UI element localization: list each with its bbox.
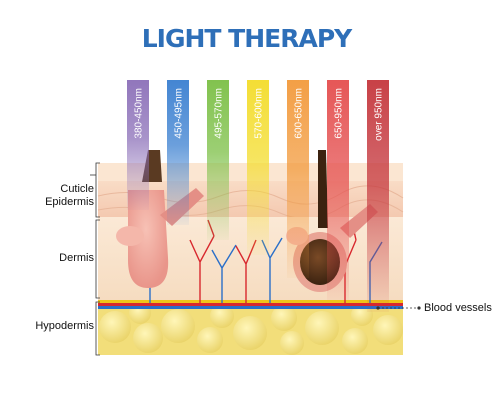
wavelength-band-label: 600-650nm — [294, 88, 305, 139]
wavelength-band-label: 650-950nm — [334, 88, 345, 139]
wavelength-band-label: 570-600nm — [254, 88, 265, 139]
hypodermis-label: Hypodermis — [35, 320, 94, 332]
blood-vessels-pointer — [376, 306, 421, 310]
wavelength-band-bar — [247, 80, 269, 255]
wavelength-band-label: 495-570nm — [214, 88, 225, 139]
epidermis-label: Epidermis — [45, 196, 94, 208]
wavelength-band-label: 450-495nm — [174, 88, 185, 139]
wavelength-band-5: 600-650nm — [287, 80, 309, 278]
wavelength-band-bar — [367, 80, 389, 312]
wavelength-band-bar — [287, 80, 309, 278]
fat-cells — [99, 302, 403, 355]
blood-vessels-label: Blood vessels — [424, 302, 492, 314]
layer-brackets — [90, 162, 100, 356]
wavelength-band-bar — [327, 80, 349, 300]
wavelength-band-4: 570-600nm — [247, 80, 269, 255]
wavelength-band-2: 450-495nm — [167, 80, 189, 225]
wavelength-band-1: 380-450nm — [127, 80, 149, 210]
wavelength-band-label: 380-450nm — [134, 88, 145, 139]
dermis-label: Dermis — [59, 252, 94, 264]
wavelength-band-label: over 950nm — [374, 88, 385, 141]
wavelength-band-7: over 950nm — [367, 80, 389, 312]
wavelength-band-bar — [207, 80, 229, 240]
cuticle-label: Cuticle — [60, 183, 94, 195]
diagram-title: LIGHT THERAPY — [141, 24, 353, 53]
wavelength-band-3: 495-570nm — [207, 80, 229, 240]
blood-vessel-band — [98, 300, 403, 309]
wavelength-band-bar — [167, 80, 189, 225]
wavelength-band-6: 650-950nm — [327, 80, 349, 300]
wavelength-band-bar — [127, 80, 149, 210]
